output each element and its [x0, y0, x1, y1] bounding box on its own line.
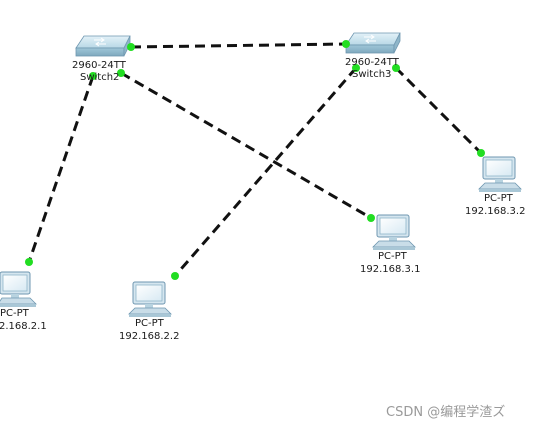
port-switch3-to-switch2 — [342, 40, 350, 48]
pc-a-icon[interactable] — [0, 271, 37, 307]
pc-b-type-label: PC-PT — [135, 318, 164, 329]
switch2-icon[interactable] — [75, 35, 131, 57]
pc-c-icon[interactable] — [372, 214, 416, 250]
link-switch2-switch3[interactable] — [130, 42, 347, 49]
watermark: CSDN @编程学渣ズ — [386, 405, 506, 420]
port-pc-b — [171, 272, 179, 280]
pc-a-type-label: PC-PT — [0, 308, 29, 319]
switch2-name-label: Switch2 — [80, 72, 120, 83]
port-switch2-to-pc-a — [89, 72, 97, 80]
switch3-icon[interactable] — [345, 32, 401, 54]
pc-a-ip-label: 2.168.2.1 — [0, 321, 47, 332]
link-switch2-pc-a[interactable] — [27, 75, 95, 263]
pc-d-type-label: PC-PT — [484, 193, 513, 204]
link-switch2-pc-c[interactable] — [120, 71, 372, 220]
links — [27, 42, 483, 277]
pc-b-ip-label: 192.168.2.2 — [119, 331, 180, 342]
pc-d-icon[interactable] — [478, 156, 522, 192]
pc-c-ip-label: 192.168.3.1 — [360, 264, 421, 275]
switch3-model-label: 2960-24TT — [345, 57, 399, 68]
port-switch3-to-pc-b — [352, 64, 360, 72]
port-switch3-to-pc-d — [392, 64, 400, 72]
switch3-name-label: Switch3 — [352, 69, 392, 80]
port-switch2-to-switch3 — [127, 43, 135, 51]
pc-d-ip-label: 192.168.3.2 — [465, 206, 526, 217]
link-switch3-pc-b[interactable] — [173, 67, 358, 277]
port-switch2-to-pc-c — [117, 69, 125, 77]
port-pc-c — [367, 214, 375, 222]
pc-b-icon[interactable] — [128, 281, 172, 317]
port-pc-a — [25, 258, 33, 266]
switch2-model-label: 2960-24TT — [72, 60, 126, 71]
link-switch3-pc-d[interactable] — [394, 66, 483, 155]
pc-c-type-label: PC-PT — [378, 251, 407, 262]
port-pc-d — [477, 149, 485, 157]
port-indicators — [25, 40, 485, 280]
